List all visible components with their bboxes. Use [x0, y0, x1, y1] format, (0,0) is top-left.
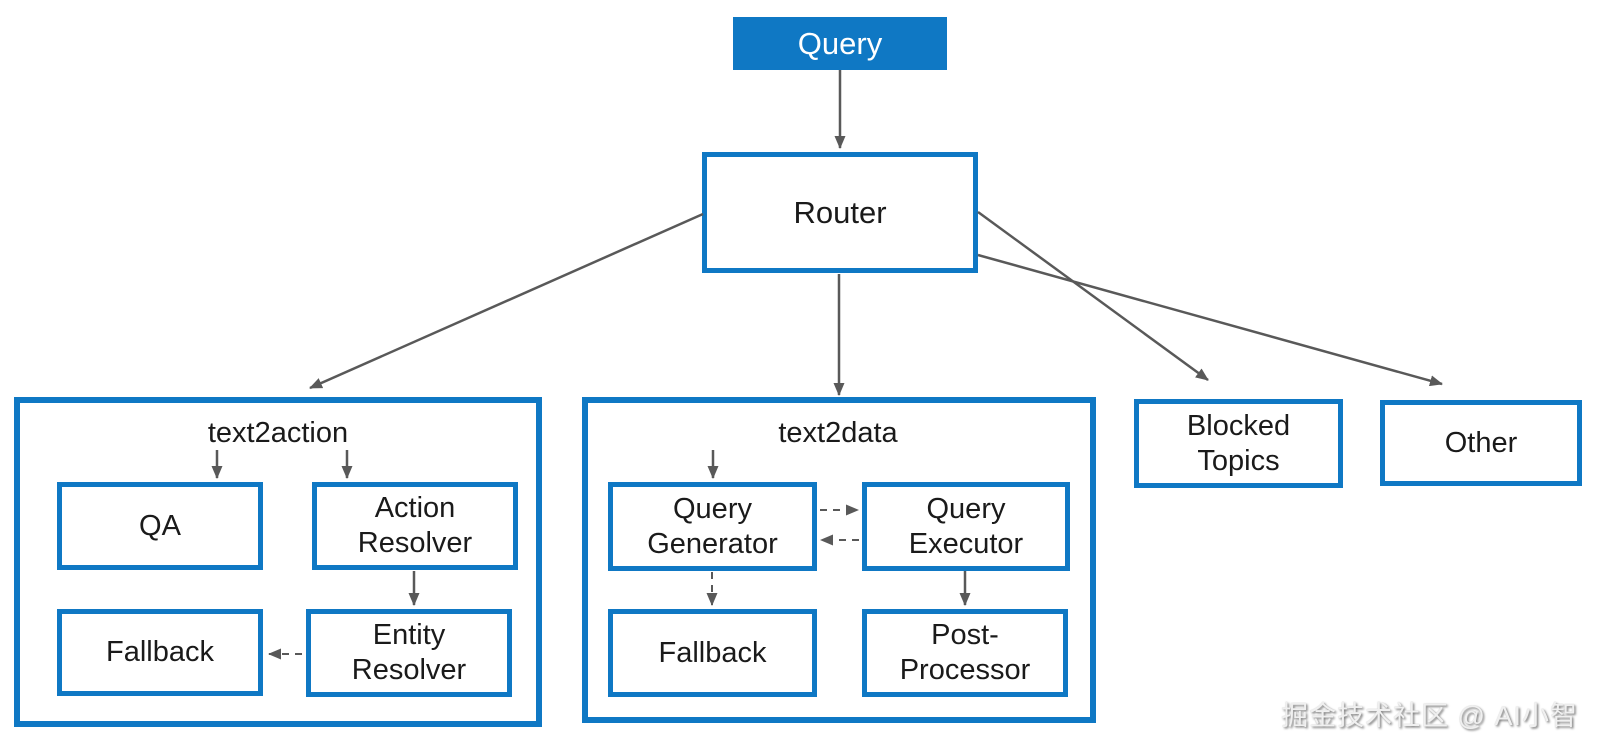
qa-label: QA	[139, 509, 181, 542]
watermark: 掘金技术社区 @ AI小智	[1281, 701, 1578, 731]
query-executor-label: Query Executor	[908, 492, 1024, 560]
entity-resolver-label: Entity Resolver	[351, 619, 467, 686]
other-label: Other	[1444, 426, 1518, 459]
text2action-label: text2action	[207, 417, 349, 449]
entity-resolver-node: Entity Resolver	[306, 609, 512, 697]
query-executor-node: Query Executor	[862, 482, 1070, 571]
post-processor-label: Post-Processor	[899, 619, 1031, 686]
text2data-label: text2data	[778, 417, 898, 449]
query-node: Query	[733, 17, 947, 70]
blocked-topics-label: Blocked Topics	[1186, 409, 1291, 477]
arrow-router-to-blocked-topics	[977, 210, 1209, 382]
action-resolver-label: Action Resolver	[357, 492, 473, 559]
text2action-fallback-node: Fallback	[57, 609, 263, 696]
other-node: Other	[1380, 400, 1582, 486]
arrow-router-to-other	[977, 253, 1443, 387]
text2data-fallback-label: Fallback	[658, 636, 767, 669]
action-resolver-node: Action Resolver	[312, 482, 518, 570]
query-generator-node: Query Generator	[608, 482, 817, 571]
query-generator-label: Query Generator	[647, 492, 778, 560]
arrow-router-to-text2action	[309, 212, 704, 390]
qa-node: QA	[57, 482, 263, 570]
post-processor-node: Post-Processor	[862, 609, 1068, 697]
text2data-fallback-node: Fallback	[608, 609, 817, 697]
text2action-fallback-label: Fallback	[106, 636, 214, 668]
router-node: Router	[702, 152, 978, 273]
query-label: Query	[797, 26, 883, 61]
blocked-topics-node: Blocked Topics	[1134, 399, 1343, 488]
router-label: Router	[793, 195, 887, 230]
